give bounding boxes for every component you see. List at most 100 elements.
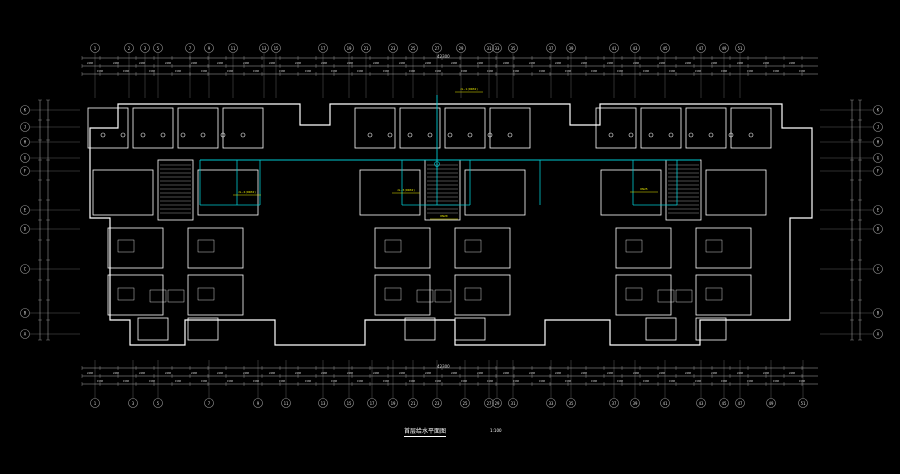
dimension-text: 1500 [721, 379, 728, 383]
right-axis-bubble [873, 166, 883, 176]
fixture [668, 132, 674, 138]
bottom-axis-bubble [484, 398, 494, 408]
dimension-text: 2400 [165, 371, 172, 375]
room [222, 107, 264, 149]
room [399, 107, 441, 149]
bottom-axis-bubble [566, 398, 576, 408]
left-axis-label: K [24, 108, 27, 113]
dimension-text: 1500 [591, 379, 598, 383]
pipe-annotation: JL-3(DN32) [397, 188, 415, 192]
dimension-text: 1500 [357, 69, 364, 73]
dimension-text: 1500 [227, 69, 234, 73]
bottom-axis-label: 29 [495, 401, 500, 406]
balcony [645, 317, 677, 341]
bottom-axis-label: 49 [769, 401, 774, 406]
dimension-text: 2400 [243, 371, 250, 375]
furniture [675, 289, 693, 303]
bottom-axis-label: 19 [391, 401, 396, 406]
dimension-text: 1500 [279, 379, 286, 383]
bottom-axis-bubble [735, 398, 745, 408]
dimension-text: 2400 [425, 61, 432, 65]
fixture [688, 132, 694, 138]
dimension-text: 2400 [451, 61, 458, 65]
bottom-axis-label: 45 [722, 401, 727, 406]
dimension-text: 1500 [513, 69, 520, 73]
fixture [487, 132, 493, 138]
dimension-text: 2400 [555, 371, 562, 375]
left-axis-label: A [24, 332, 27, 337]
bottom-axis-bubble [281, 398, 291, 408]
dimension-text: 1500 [383, 69, 390, 73]
bottom-axis-bubble [344, 398, 354, 408]
bedroom [615, 227, 672, 269]
dimension-text: 2400 [295, 371, 302, 375]
top-axis-bubble [566, 43, 576, 53]
top-axis-bubble [456, 43, 466, 53]
bottom-axis-bubble [128, 398, 138, 408]
room [354, 107, 396, 149]
bottom-axis-label: 25 [463, 401, 468, 406]
right-axis-bubble [873, 264, 883, 274]
left-axis-bubble [20, 122, 30, 132]
top-axis-bubble [361, 43, 371, 53]
furniture [434, 289, 452, 303]
dimension-text: 2400 [321, 61, 328, 65]
dimension-text: 1500 [773, 379, 780, 383]
bedroom [187, 227, 244, 269]
dimension-text: 1500 [565, 379, 572, 383]
balcony [695, 317, 727, 341]
dimension-text: 1500 [253, 69, 260, 73]
left-axis-bubble [20, 224, 30, 234]
dimension-text: 2400 [113, 371, 120, 375]
dimension-text: 2400 [633, 61, 640, 65]
dimension-text: 2400 [763, 61, 770, 65]
dimension-text: 1500 [435, 69, 442, 73]
bottom-axis-bubble [153, 398, 163, 408]
bottom-axis-label: 7 [208, 401, 211, 406]
dimension-text: 1500 [201, 379, 208, 383]
bottom-axis-bubble [660, 398, 670, 408]
right-axis-label: F [877, 169, 880, 174]
overall-dimension-top: 42300 [437, 54, 450, 59]
bottom-axis-label: 21 [411, 401, 416, 406]
right-axis-label: E [877, 208, 880, 213]
dimension-text: 1500 [279, 69, 286, 73]
bottom-axis-bubble [546, 398, 556, 408]
dimension-text: 2400 [165, 61, 172, 65]
top-axis-label: 37 [549, 46, 554, 51]
dimension-text: 2400 [529, 61, 536, 65]
right-axis-label: H [877, 140, 880, 145]
dimension-text: 1500 [409, 379, 416, 383]
bottom-axis-label: 11 [284, 401, 289, 406]
dimension-text: 2400 [659, 61, 666, 65]
bottom-axis-bubble [318, 398, 328, 408]
dimension-text: 1500 [617, 379, 624, 383]
dimension-text: 2400 [295, 61, 302, 65]
top-axis-bubble [432, 43, 442, 53]
living-room [107, 274, 164, 316]
top-axis-bubble [508, 43, 518, 53]
top-axis-bubble [546, 43, 556, 53]
top-axis-label: 43 [633, 46, 638, 51]
bottom-axis-label: 31 [511, 401, 516, 406]
right-axis-bubble [873, 105, 883, 115]
bottom-axis-bubble [460, 398, 470, 408]
bottom-axis-label: 3 [132, 401, 135, 406]
top-axis-label: 33 [495, 46, 500, 51]
dimension-text: 2400 [451, 371, 458, 375]
balcony [404, 317, 436, 341]
balcony [137, 317, 169, 341]
dimension-text: 2400 [477, 371, 484, 375]
left-axis-label: F [24, 169, 27, 174]
top-axis-bubble [492, 43, 502, 53]
dimension-text: 1500 [461, 379, 468, 383]
left-axis-label: G [24, 156, 27, 161]
right-axis-label: D [877, 227, 880, 232]
furniture [384, 287, 402, 301]
dimension-text: 1500 [331, 379, 338, 383]
dimension-text: 2400 [529, 371, 536, 375]
left-axis-label: E [24, 208, 27, 213]
top-axis-bubble [228, 43, 238, 53]
dimension-text: 1500 [695, 69, 702, 73]
